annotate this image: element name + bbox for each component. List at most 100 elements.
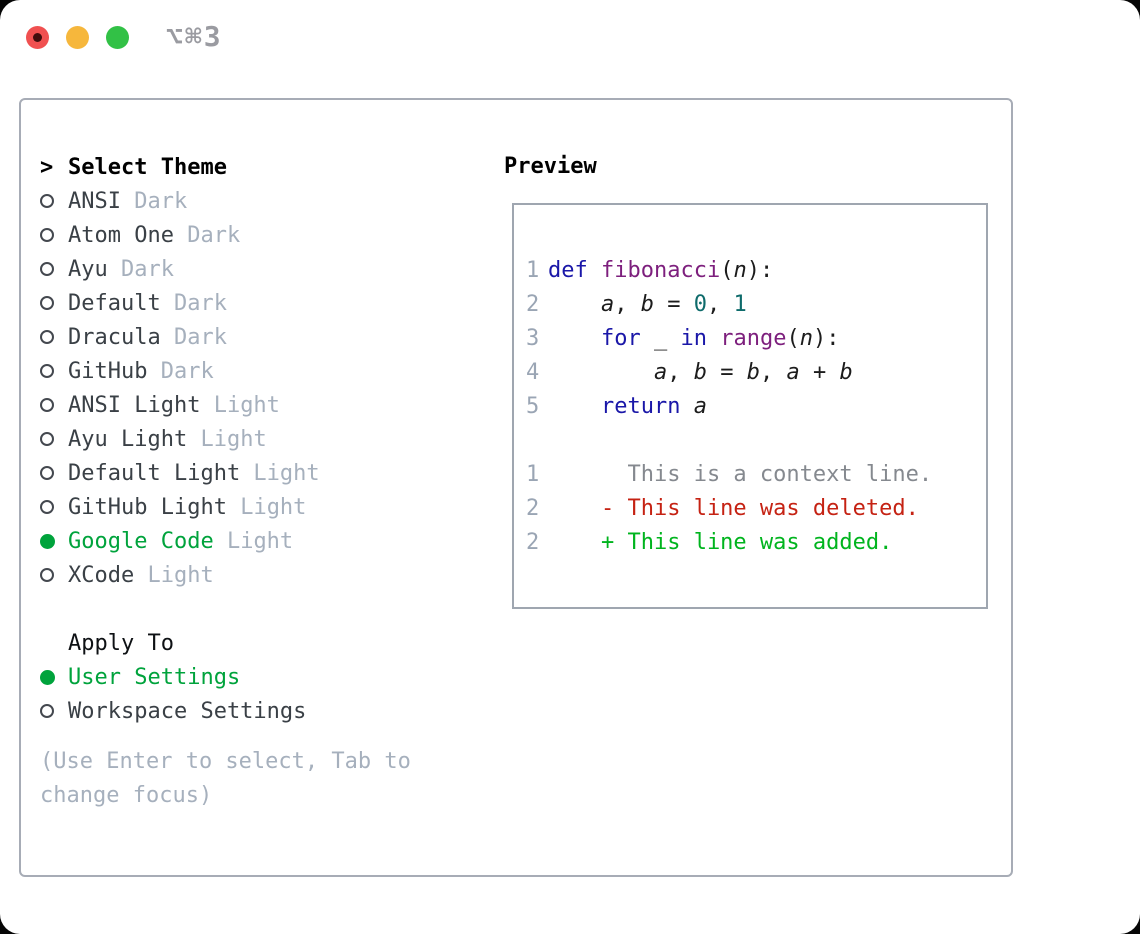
token-plain: , <box>667 360 694 385</box>
option-label: Workspace Settings <box>68 698 307 724</box>
code-text: def fibonacci(n): <box>548 254 773 288</box>
token-var: b <box>839 360 853 385</box>
option-label: GitHub Light <box>68 494 227 520</box>
token-plain <box>667 326 680 351</box>
code-line: 5 return a <box>526 390 986 424</box>
theme-option[interactable]: Google Code Light <box>40 524 320 558</box>
radio-selected-icon <box>40 669 55 685</box>
option-label: Default <box>68 290 161 316</box>
option-label: Default Light <box>68 460 241 486</box>
focus-caret-icon: > <box>40 154 54 180</box>
theme-variant-label: Dark <box>147 358 214 384</box>
option-label: User Settings <box>68 664 241 690</box>
code-text: return a <box>548 390 707 424</box>
window-shortcut-title: ⌥⌘3 <box>166 20 223 53</box>
radio-icon <box>40 466 54 480</box>
apply-to-header: Apply To <box>40 626 306 660</box>
code-line: 3 for _ in range(n): <box>526 322 986 356</box>
token-plain: , <box>614 292 641 317</box>
theme-option[interactable]: ANSI Dark <box>40 184 320 218</box>
radio-icon <box>40 704 54 718</box>
code-line: 1 def fibonacci(n): <box>526 254 986 288</box>
option-label: Google Code <box>68 528 214 554</box>
theme-option[interactable]: ANSI Light Light <box>40 388 320 422</box>
zoom-button[interactable] <box>106 26 129 49</box>
token-plain: ): <box>746 258 774 283</box>
line-number: 5 <box>526 394 540 419</box>
theme-option[interactable]: Default Light Light <box>40 456 320 490</box>
theme-variant-label: Light <box>226 494 307 520</box>
token-kw: for <box>600 326 641 351</box>
theme-option[interactable]: Dracula Dark <box>40 320 320 354</box>
option-label: Atom One <box>68 222 174 248</box>
code-line: 1 This is a context line. <box>526 458 986 492</box>
token-plain: ( <box>720 258 734 283</box>
radio-icon <box>40 296 54 310</box>
theme-variant-label: Dark <box>120 188 188 214</box>
theme-option[interactable]: Default Dark <box>40 286 320 320</box>
token-var: a <box>786 360 800 385</box>
radio-icon <box>40 500 54 514</box>
token-plain <box>588 258 601 283</box>
theme-option[interactable]: GitHub Light Light <box>40 490 320 524</box>
code-text: a, b = 0, 1 <box>548 288 747 322</box>
token-kw: def <box>548 258 588 283</box>
radio-icon <box>40 194 54 208</box>
line-number: 3 <box>526 326 540 351</box>
minimize-button[interactable] <box>66 26 89 49</box>
code-text: a, b = b, a + b <box>548 356 853 390</box>
theme-variant-label: Light <box>200 392 280 418</box>
token-plain <box>707 326 720 351</box>
token-plain <box>548 360 654 385</box>
code-line <box>526 424 986 458</box>
code-line: 2 - This line was deleted. <box>526 492 986 526</box>
code-text: + This line was added. <box>548 526 892 560</box>
theme-variant-label: Light <box>134 562 214 588</box>
theme-option[interactable]: Ayu Dark <box>40 252 320 286</box>
token-var: a <box>693 394 707 419</box>
radio-icon <box>40 432 54 446</box>
token-plain: , <box>759 360 787 385</box>
theme-option[interactable]: Ayu Light Light <box>40 422 320 456</box>
close-button[interactable] <box>26 26 49 49</box>
apply-to-option[interactable]: Workspace Settings <box>40 694 306 728</box>
token-num: 0 <box>693 292 707 317</box>
theme-option[interactable]: Atom One Dark <box>40 218 320 252</box>
line-number: 2 <box>526 496 540 521</box>
token-var: a <box>653 360 668 385</box>
radio-icon <box>40 228 54 242</box>
token-title: fibonacci <box>601 258 721 283</box>
token-plain <box>680 394 693 419</box>
select-theme-title: Select Theme <box>68 154 227 180</box>
radio-icon <box>40 568 54 582</box>
keyboard-hint: (Use Enter to select, Tab to change focu… <box>40 749 411 808</box>
line-number <box>526 424 548 458</box>
line-number: 1 <box>526 258 540 283</box>
unsaved-dot-icon <box>33 33 42 42</box>
radio-selected-icon <box>40 533 55 549</box>
line-number: 1 <box>526 462 540 487</box>
token-add: + This line was added. <box>548 530 893 555</box>
token-plain: = <box>706 360 747 385</box>
code-text: This is a context line. <box>548 458 932 492</box>
radio-icon <box>40 398 54 412</box>
apply-to-title: Apply To <box>68 630 174 656</box>
token-var: _ <box>653 326 668 351</box>
theme-variant-label: Light <box>240 460 320 486</box>
select-theme-header: > Select Theme <box>40 150 320 184</box>
apply-to-option[interactable]: User Settings <box>40 660 306 694</box>
token-var: a <box>600 292 615 317</box>
code-line: 2 + This line was added. <box>526 526 986 560</box>
radio-icon <box>40 330 54 344</box>
token-title: range <box>720 326 787 351</box>
token-var: b <box>746 360 760 385</box>
option-label: Ayu Light <box>68 426 188 452</box>
theme-option[interactable]: XCode Light <box>40 558 320 592</box>
token-plain: ): <box>812 326 840 351</box>
theme-option[interactable]: GitHub Dark <box>40 354 320 388</box>
code-text: for _ in range(n): <box>548 322 839 356</box>
